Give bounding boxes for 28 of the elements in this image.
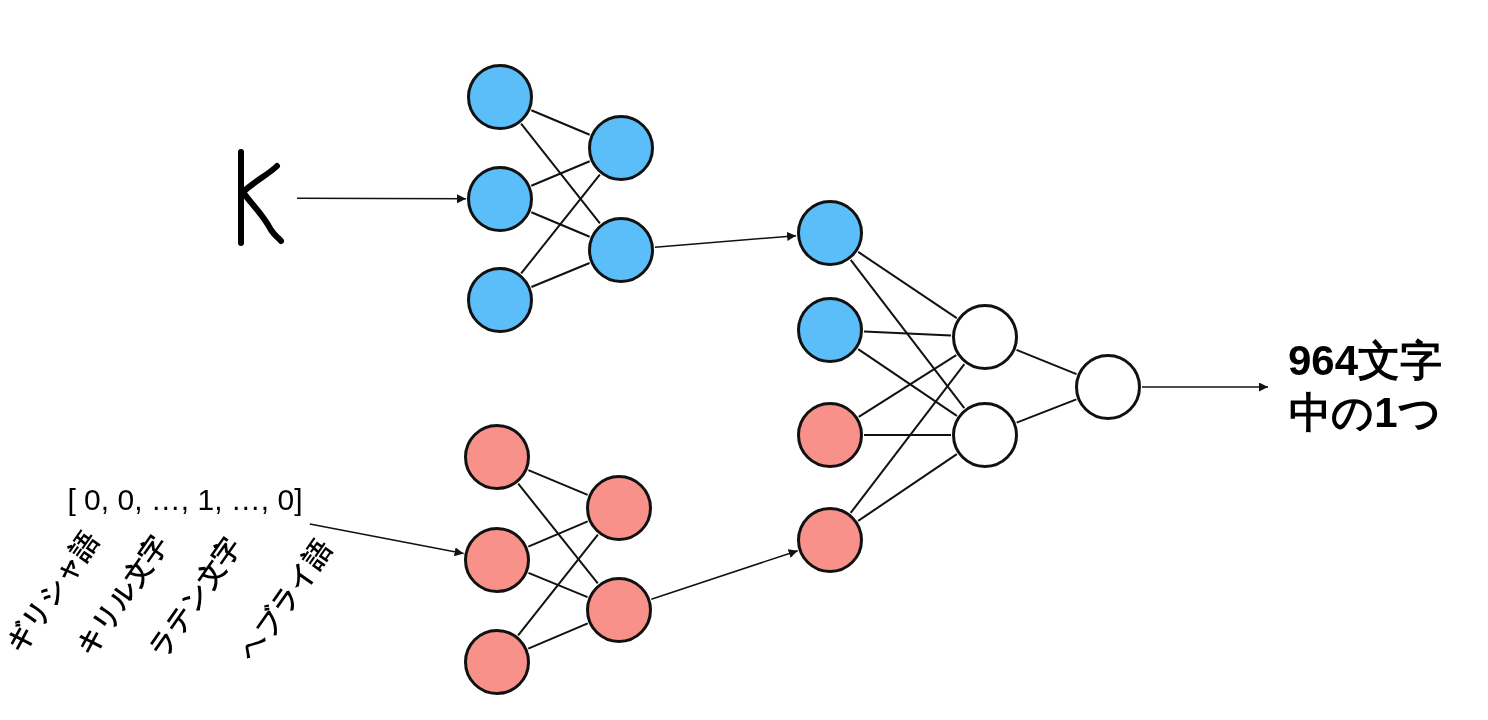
connection-line <box>849 363 966 514</box>
connection-line <box>1015 348 1078 376</box>
connection-line <box>530 109 591 136</box>
connection-line <box>527 520 589 548</box>
connection-line <box>530 160 591 187</box>
connection-line <box>527 571 589 599</box>
output-label: 964文字中の1つ <box>1270 332 1460 442</box>
connection-line <box>517 482 599 585</box>
connection-line <box>520 173 601 275</box>
connection-line <box>530 211 591 238</box>
connection-line <box>517 533 599 637</box>
connection-line <box>1015 398 1078 424</box>
arrow <box>1141 382 1269 392</box>
connection-line <box>857 250 958 320</box>
connection-line <box>849 258 966 410</box>
vector-label: [ 0, 0, …, 1, …, 0] <box>35 478 335 522</box>
arrow <box>650 549 799 601</box>
arrow <box>296 194 467 204</box>
connection-line <box>527 469 589 496</box>
connection-line <box>862 330 953 337</box>
arrow <box>654 232 797 248</box>
arrow <box>309 523 465 557</box>
connection-line <box>857 453 958 522</box>
connection-line <box>520 122 601 225</box>
connection-line <box>527 622 589 650</box>
connection-line <box>863 434 952 436</box>
neuron-circle <box>952 304 1018 370</box>
connection-line <box>530 262 591 288</box>
